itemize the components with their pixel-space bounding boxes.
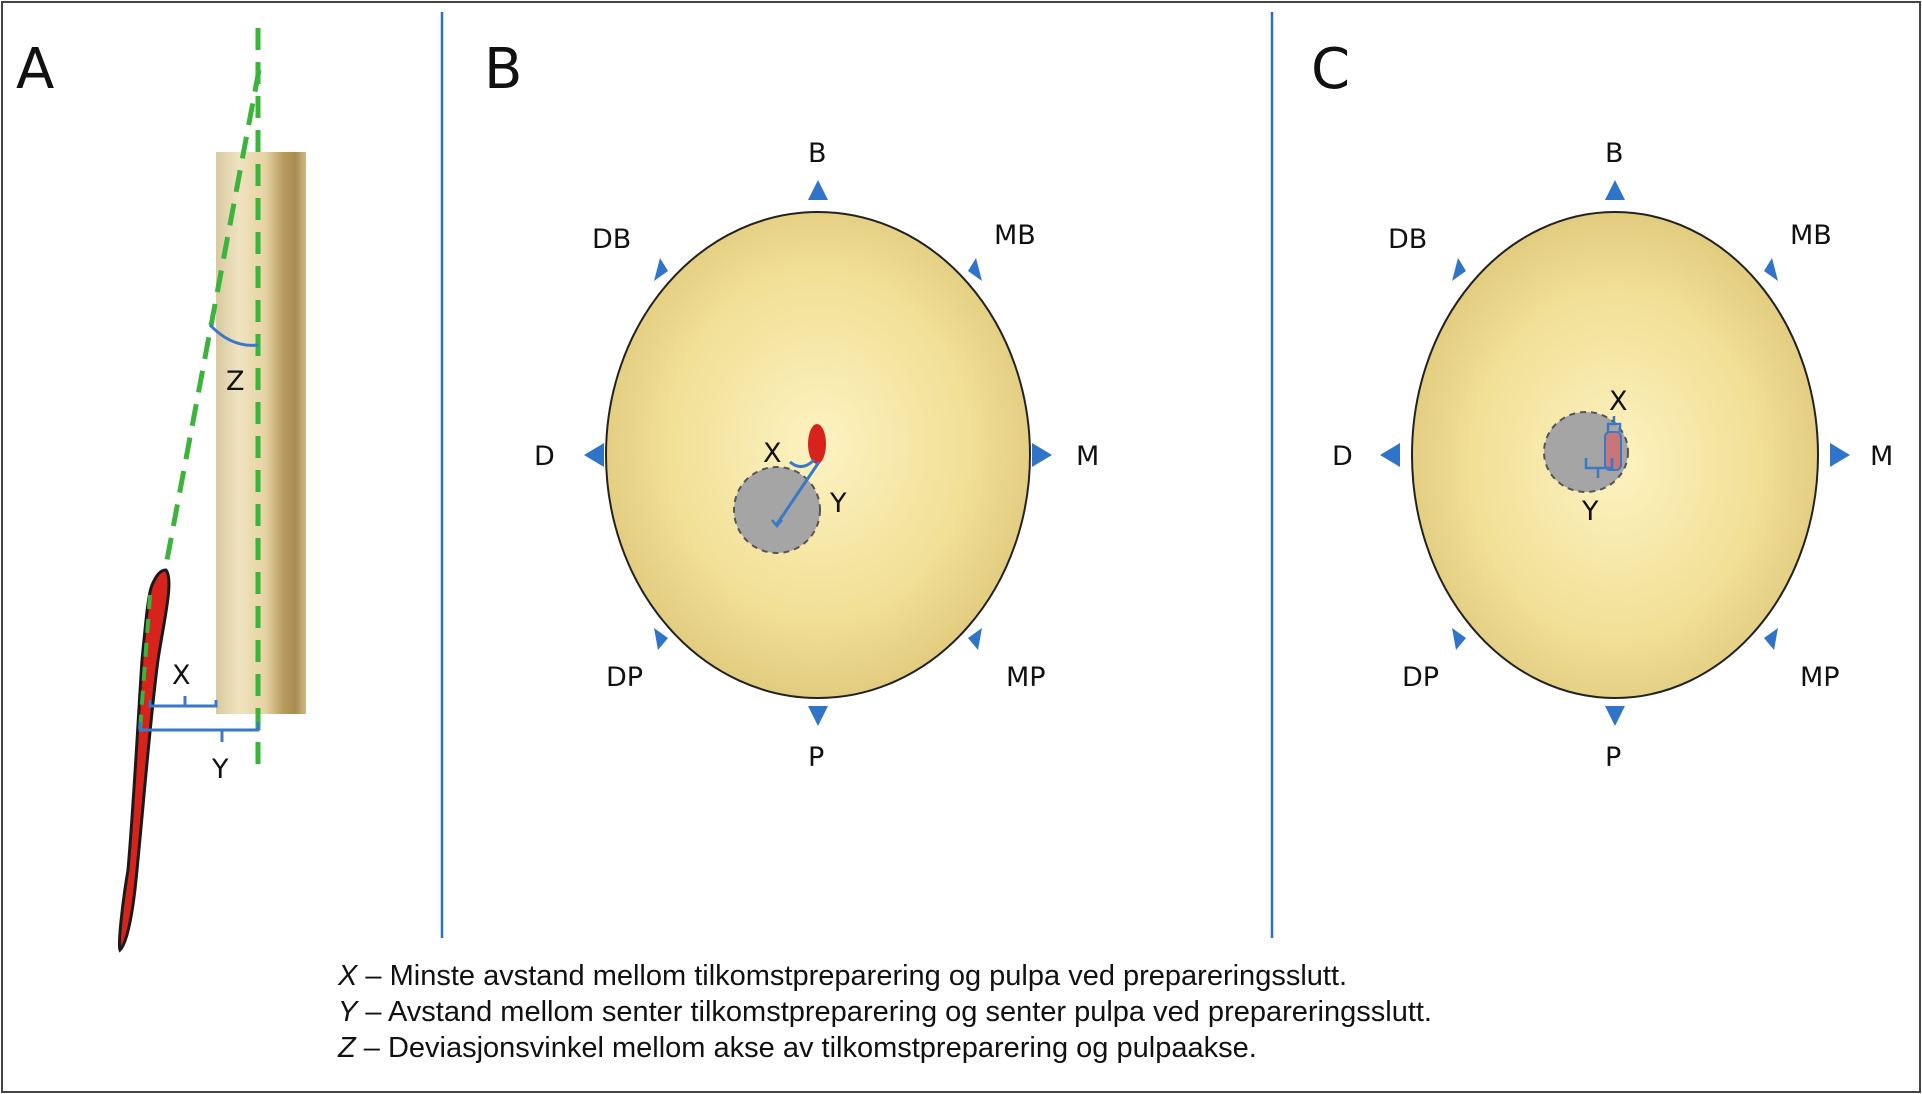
- c-x-label: X: [1609, 386, 1628, 417]
- label-db: DB: [592, 224, 631, 255]
- label-b: B: [808, 138, 827, 169]
- label-db: DB: [1388, 224, 1427, 255]
- label-b: B: [1605, 138, 1624, 169]
- marker-m-icon: [1032, 443, 1052, 467]
- marker-dp-icon: [654, 628, 668, 650]
- label-mp: MP: [1006, 662, 1046, 693]
- panel-a: A Z X Y: [16, 28, 306, 953]
- label-mp: MP: [1800, 662, 1840, 693]
- z-angle-arc: [208, 323, 259, 347]
- legend-z-symbol: Z: [338, 1032, 356, 1064]
- label-dp: DP: [1402, 662, 1439, 693]
- label-p: P: [1605, 742, 1621, 773]
- legend: X – Minste avstand mellom tilkomstprepar…: [338, 958, 1432, 1066]
- marker-p-icon: [1605, 706, 1625, 726]
- marker-d-icon: [1380, 443, 1400, 467]
- pulp-canal: [117, 568, 171, 953]
- y-measure-line: [775, 461, 821, 525]
- legend-x-text: – Minste avstand mellom tilkomstpreparer…: [365, 960, 1348, 992]
- label-d: D: [1332, 441, 1353, 472]
- c-y-label: Y: [1581, 496, 1599, 527]
- marker-dp-icon: [1452, 628, 1466, 650]
- y-measure-bracket: [138, 722, 260, 732]
- preparation-post: [216, 152, 306, 714]
- panel-c: C B DB MB D M DP MP P X Y: [1311, 37, 1893, 773]
- preparation-circle: [733, 466, 821, 554]
- x-measure-bracket: [148, 700, 218, 708]
- legend-row-x: X – Minste avstand mellom tilkomstprepar…: [338, 958, 1432, 994]
- legend-row-y: Y – Avstand mellom senter tilkomstprepar…: [338, 994, 1432, 1030]
- panel-a-letter: A: [16, 37, 54, 102]
- pulp-spot: [808, 424, 826, 464]
- marker-m-icon: [1830, 443, 1850, 467]
- label-mb: MB: [994, 220, 1036, 251]
- panel-c-letter: C: [1311, 37, 1350, 102]
- legend-y-text: – Avstand mellom senter tilkomstpreparer…: [365, 996, 1432, 1028]
- panel-b-letter: B: [484, 37, 522, 102]
- b-x-label: X: [763, 438, 782, 469]
- marker-mb-icon: [968, 258, 982, 281]
- label-d: D: [534, 441, 555, 472]
- label-dp: DP: [606, 662, 643, 693]
- b-y-label: Y: [829, 488, 847, 519]
- legend-x-symbol: X: [338, 960, 358, 992]
- label-m: M: [1076, 441, 1099, 472]
- pulp-axis-line: [161, 69, 262, 577]
- legend-row-z: Z – Deviasjonsvinkel mellom akse av tilk…: [338, 1030, 1432, 1066]
- marker-b-icon: [1605, 180, 1625, 200]
- marker-db-icon: [1452, 258, 1466, 281]
- label-mb: MB: [1790, 220, 1832, 251]
- legend-z-text: – Deviasjonsvinkel mellom akse av tilkom…: [363, 1032, 1257, 1064]
- x-label: X: [172, 660, 191, 691]
- marker-mp-icon: [1764, 628, 1778, 650]
- marker-mp-icon: [968, 628, 982, 650]
- label-p: P: [808, 742, 824, 773]
- marker-d-icon: [584, 443, 604, 467]
- y-end-tick: [771, 519, 783, 528]
- marker-db-icon: [654, 258, 668, 281]
- panel-b: B B DB MB D M DP MP P X Y: [484, 37, 1099, 773]
- x-measure-arc: [789, 458, 816, 468]
- label-m: M: [1870, 441, 1893, 472]
- pulp-spot: [1604, 431, 1622, 471]
- marker-p-icon: [808, 706, 828, 726]
- y-label: Y: [211, 754, 229, 785]
- z-label: Z: [226, 366, 245, 397]
- marker-b-icon: [808, 180, 828, 200]
- marker-mb-icon: [1764, 258, 1778, 281]
- legend-y-symbol: Y: [338, 996, 358, 1028]
